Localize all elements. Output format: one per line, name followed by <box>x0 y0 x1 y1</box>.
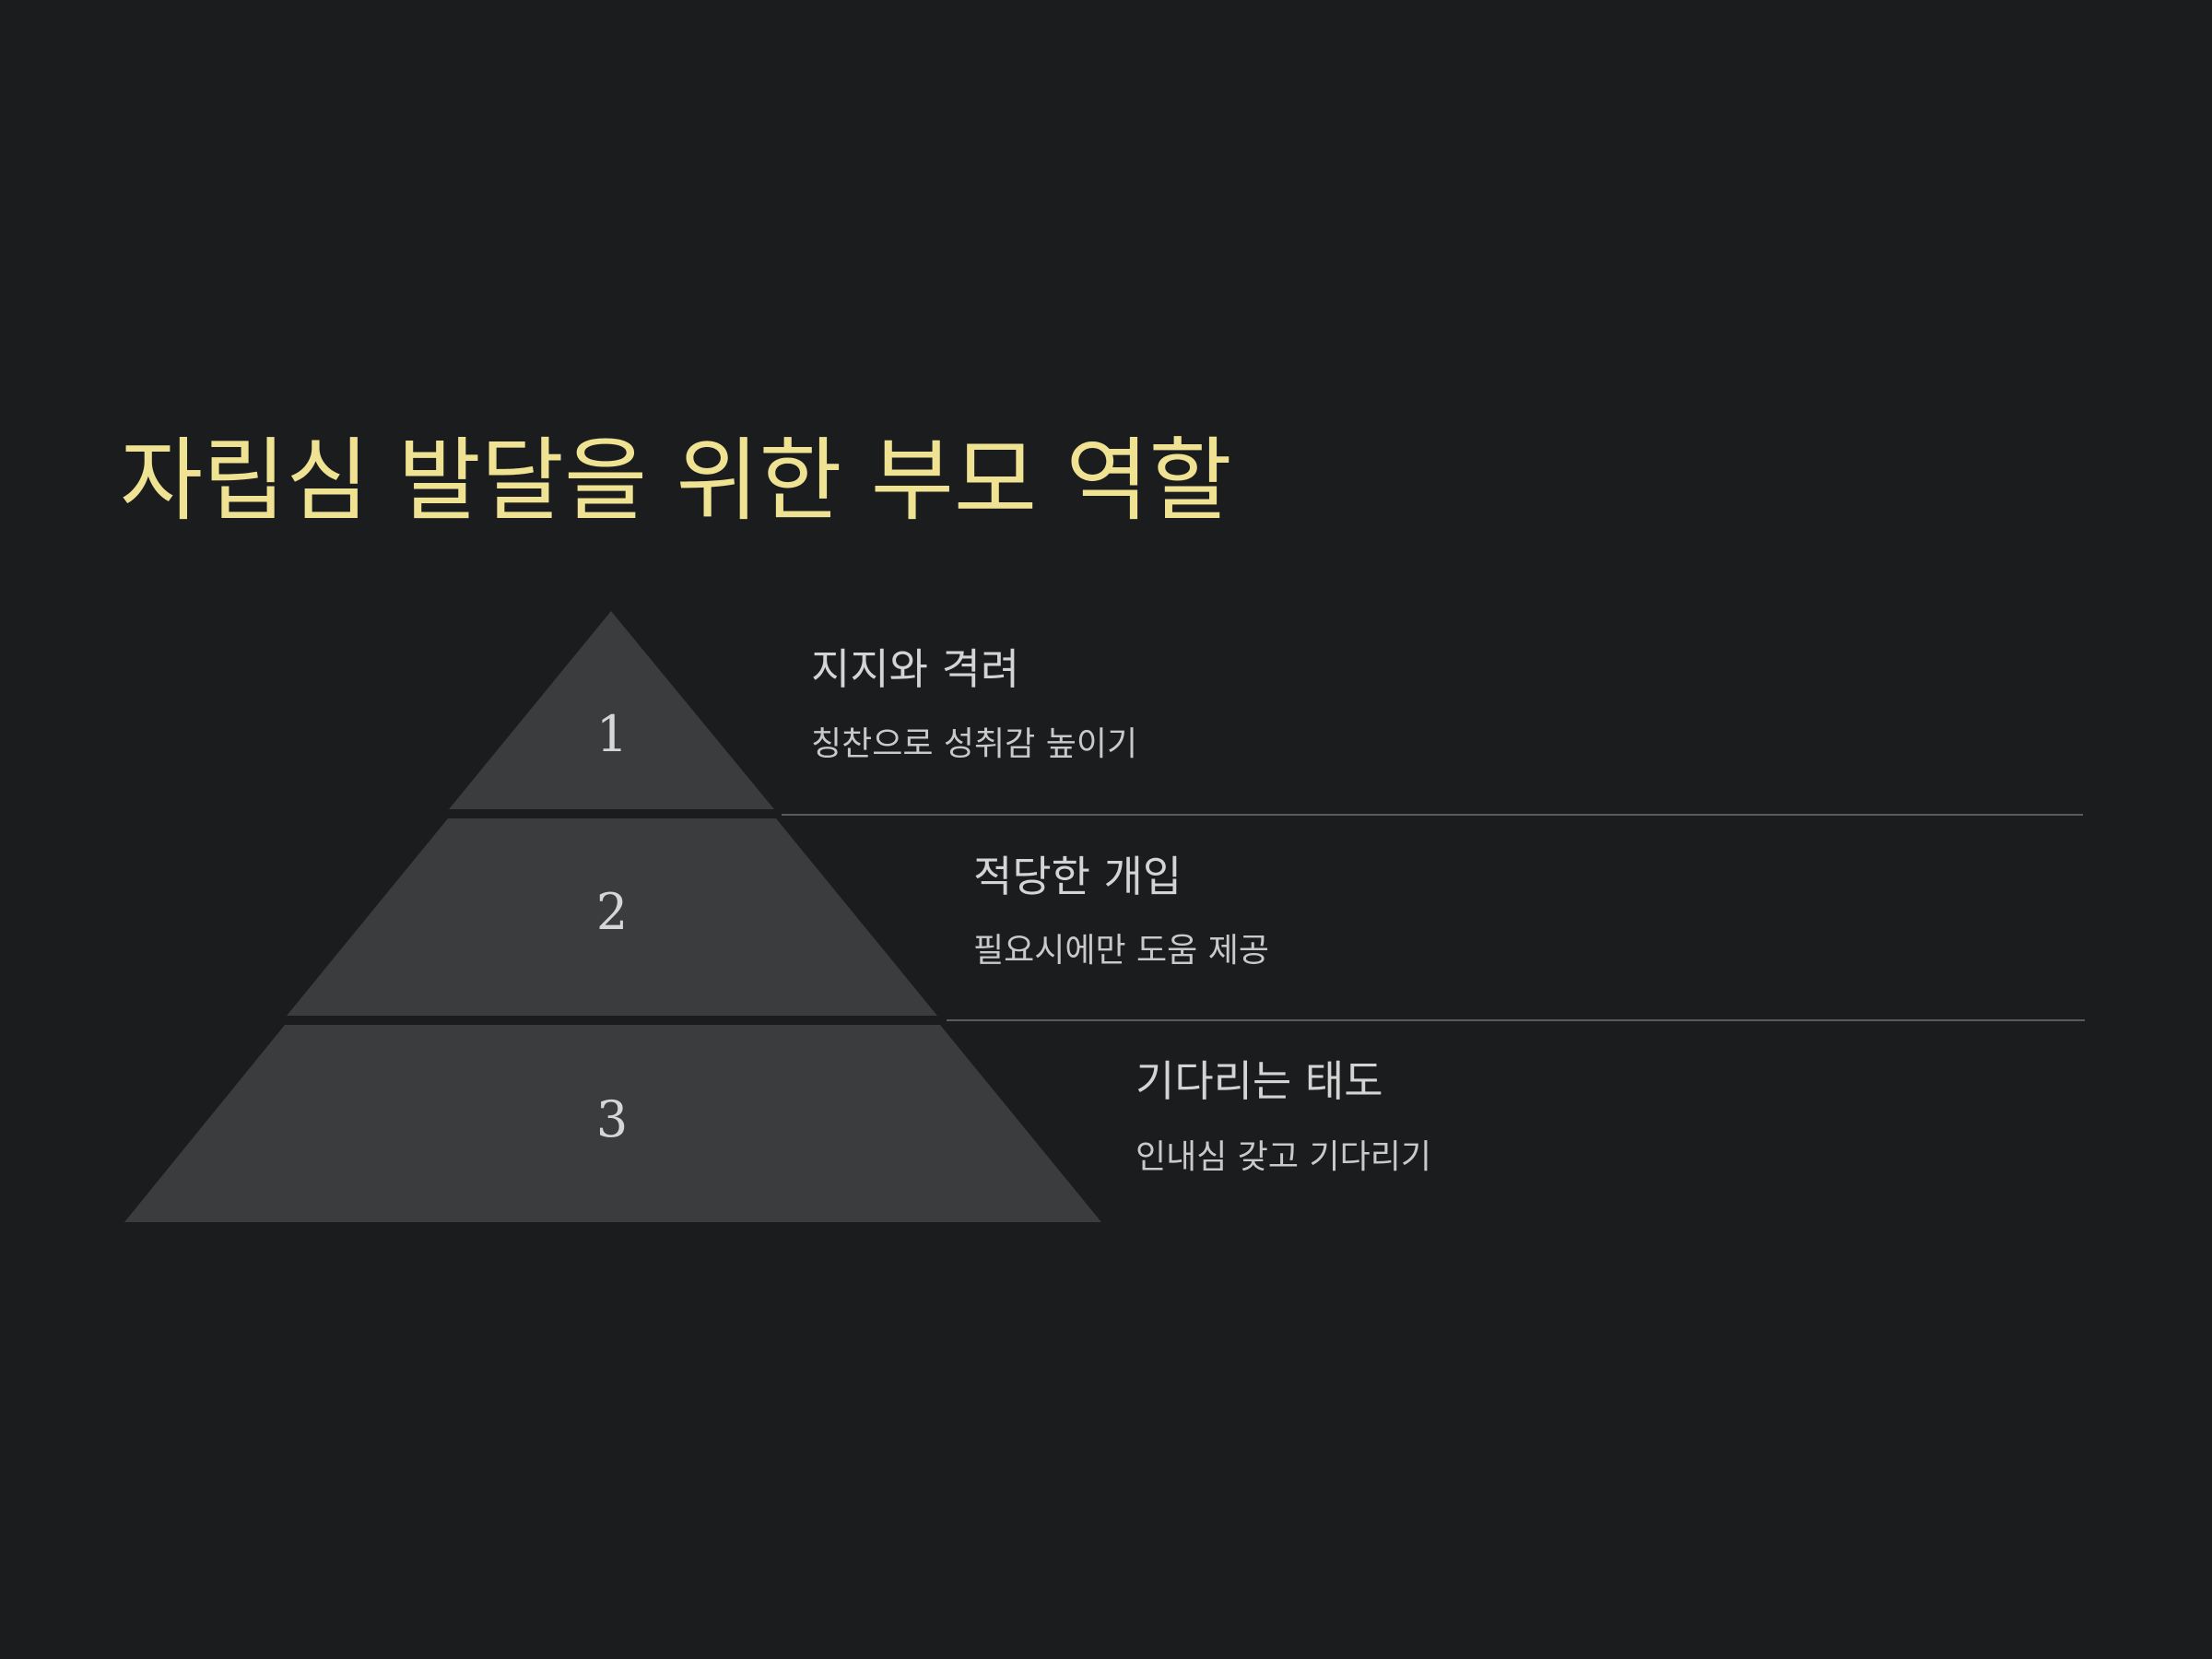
pyramid-tier-2 <box>287 818 937 1016</box>
slide-title: 자립심 발달을 위한 부모 역할 <box>120 429 1232 534</box>
level-3-description: 인내심 갖고 기다리기 <box>1135 1138 1431 1176</box>
level-2-title: 적당한 개입 <box>973 852 1182 901</box>
level-3-title: 기다리는 태도 <box>1135 1056 1383 1106</box>
tier-number-3: 3 <box>596 1090 628 1148</box>
level-2-description: 필요시에만 도움 제공 <box>973 932 1269 970</box>
pyramid-tier-1 <box>449 611 774 809</box>
tier-number-2: 2 <box>596 883 628 941</box>
level-1-description: 칭찬으로 성취감 높이기 <box>811 725 1138 763</box>
level-1-title: 지지와 격려 <box>811 644 1020 694</box>
tier-number-1: 1 <box>596 705 628 763</box>
pyramid-tier-3 <box>124 1025 1101 1222</box>
